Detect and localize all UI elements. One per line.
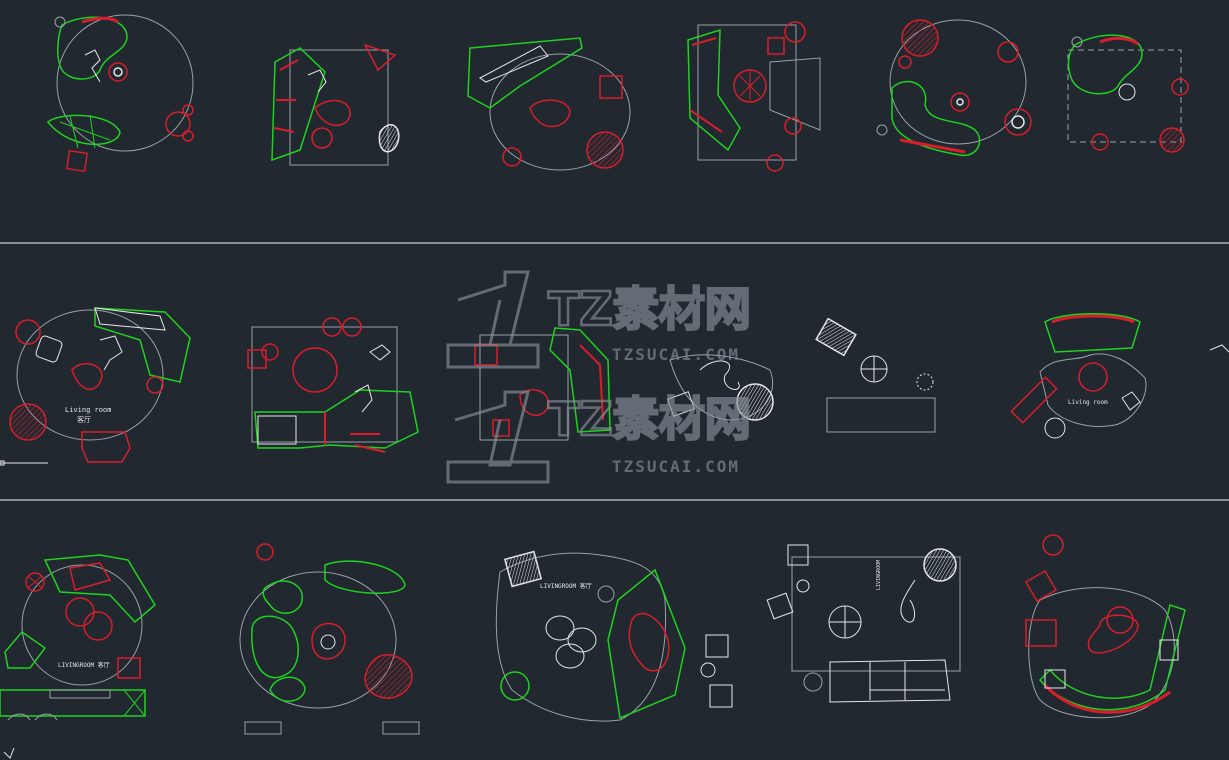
plan-3-4: LIVINGROOM (766, 544, 961, 703)
watermark-brand-bottom: TZ素材网 (548, 392, 751, 446)
plan-3-1: LIVINGROOM 客厅 (0, 554, 156, 721)
plan-3-2 (239, 543, 420, 735)
living-room-label-3: LIVINGROOM 客厅 (58, 661, 110, 669)
plan-3-3: LIVINGROOM 客厅 (495, 550, 733, 722)
watermark-url-bottom: TZSUCAI.COM (612, 457, 740, 476)
plan-2-2 (247, 317, 419, 453)
watermark-logo-icon-2 (446, 390, 550, 484)
plan-3-5 (1024, 534, 1186, 719)
watermark-url-top: TZSUCAI.COM (612, 345, 740, 364)
living-room-label-5: LIVINGROOM (876, 560, 882, 590)
living-room-label-2: Living room (1068, 399, 1108, 406)
living-room-label-1: Living room (65, 406, 111, 414)
plan-1-4 (687, 21, 821, 172)
plan-1-2 (271, 43, 400, 166)
ucs-icon (3, 747, 15, 759)
plan-1-3 (467, 37, 631, 171)
watermark: TZ素材网 TZSUCAI.COM TZ素材网 TZSUCAI.COM (446, 270, 752, 484)
living-room-label-1-cn: 客厅 (77, 415, 91, 424)
plan-1-6 (1067, 34, 1189, 153)
plan-2-4 (815, 317, 936, 433)
living-room-label-4: LIVINGROOM 客厅 (540, 582, 592, 590)
plan-1-1 (46, 14, 194, 173)
plan-1-5 (876, 19, 1032, 156)
plan-2-1: Living room 客厅 (0, 307, 191, 466)
watermark-logo-icon-1 (446, 270, 540, 369)
watermark-brand-top: TZ素材网 (548, 282, 751, 336)
plan-2-5: Living room (1010, 313, 1229, 439)
